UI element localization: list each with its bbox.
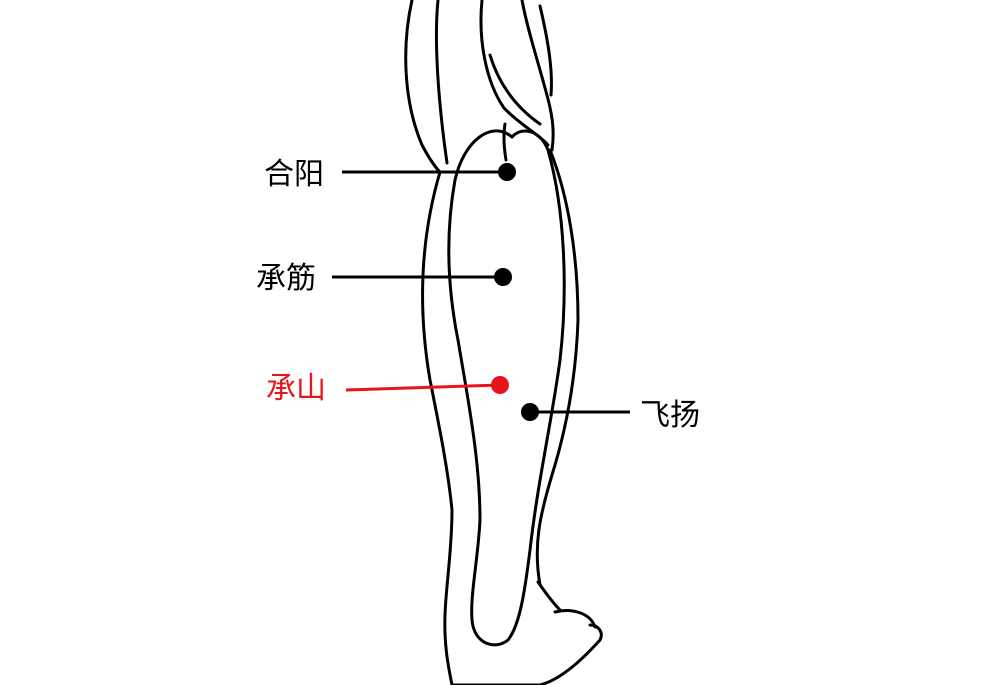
point-marker-heyang [498,163,516,181]
thigh-inner-contour [434,0,449,165]
calf-front-contour [535,148,580,587]
point-marker-chengjin [494,268,512,286]
point-marker-chengshan [491,376,509,394]
point-label-chengshan: 承山 [266,371,326,406]
point-label-heyang: 合阳 [264,157,324,192]
thigh-left-contour [404,0,442,174]
popliteal-crease [502,122,508,162]
thigh-tendon-3 [538,4,553,97]
heel-bump [553,609,597,629]
calf-outer-contour [421,170,454,685]
gastrocnemius-outline [447,129,566,647]
achilles-contour [536,580,562,612]
thigh-right-contour [520,0,555,152]
point-marker-feiyang [521,403,539,421]
point-label-feiyang: 飞扬 [640,398,700,433]
point-label-chengjin: 承筋 [256,261,316,296]
foot-contour [450,623,603,685]
thigh-tendon-2 [488,53,542,126]
leader-line-chengshan [345,383,501,392]
